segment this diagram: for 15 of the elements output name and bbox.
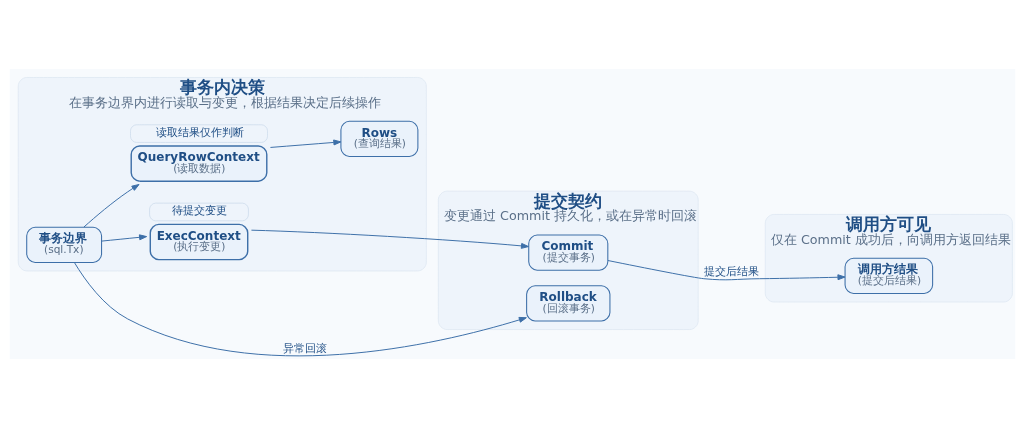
node-box: 事务边界 (sql.Tx) bbox=[25, 226, 102, 263]
node-box: Rows (查询结果) bbox=[339, 120, 418, 157]
node-box: 调用方结果 (提交后结果) bbox=[844, 257, 933, 294]
arrow bbox=[250, 229, 529, 249]
arrow bbox=[82, 183, 139, 228]
edge-label: 异常回滚 bbox=[282, 341, 327, 355]
arrow bbox=[607, 259, 845, 280]
arrow bbox=[73, 261, 527, 356]
arrow bbox=[269, 138, 341, 148]
node-label: 读取结果仅作判断 bbox=[155, 125, 244, 138]
edge-label: 提交后结果 bbox=[703, 264, 759, 278]
node-box: Rollback (回滚事务) bbox=[525, 284, 610, 322]
node-box: Commit (提交事务) bbox=[527, 233, 608, 271]
node-label: 待提交变更 bbox=[171, 203, 227, 216]
arrow bbox=[100, 233, 147, 242]
